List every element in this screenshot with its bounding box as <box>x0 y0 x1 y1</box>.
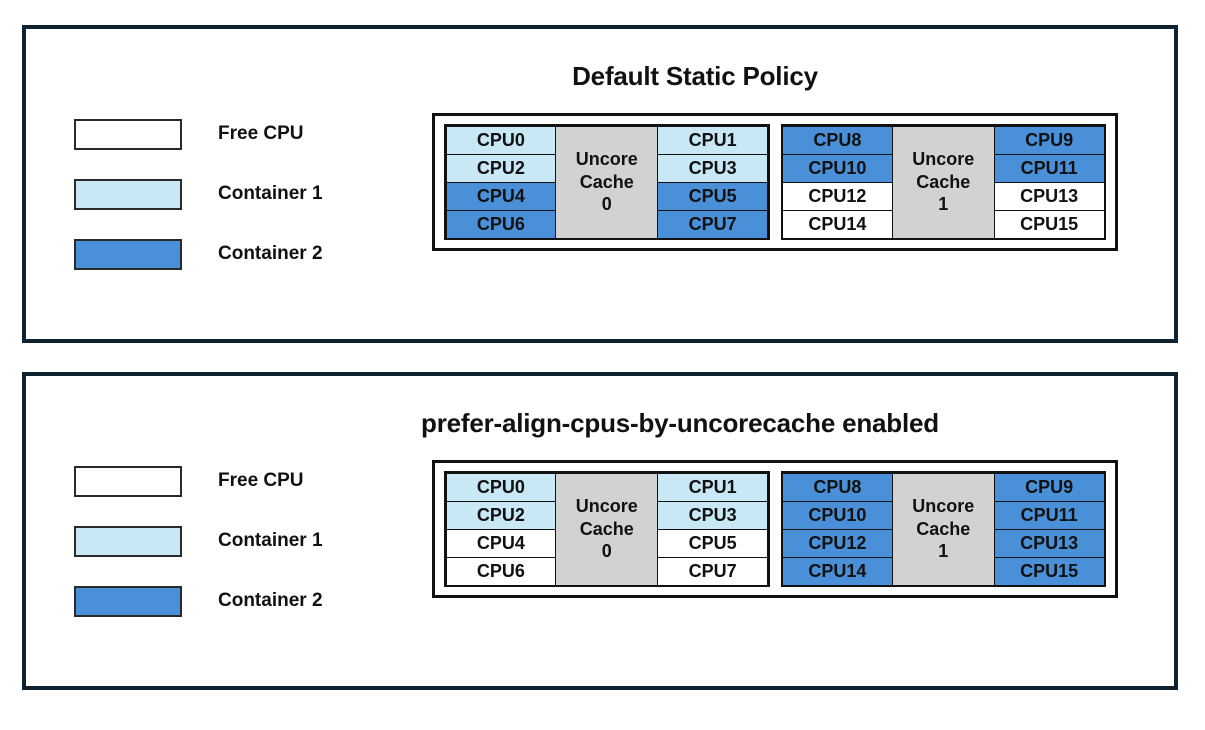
legend-item-container-1: Container 1 <box>74 175 323 213</box>
cpu-cell: CPU5 <box>657 181 768 211</box>
cpu-cell: CPU8 <box>782 125 893 155</box>
cpu-cell: CPU12 <box>782 181 893 211</box>
cpu-cell: CPU2 <box>445 500 557 530</box>
page-title: prefer-align-cpus-by-uncorecache enabled <box>421 408 939 438</box>
legend-item-container-1: Container 1 <box>74 522 323 560</box>
legend-swatch-container-2 <box>74 238 182 270</box>
cpu-cell: CPU11 <box>993 500 1105 530</box>
cpu-cell: CPU4 <box>445 528 557 558</box>
cpu-cell: CPU11 <box>993 153 1105 183</box>
cpu-cell: CPU2 <box>445 153 557 183</box>
cpu-cell: CPU3 <box>657 153 768 183</box>
cpu-cell: CPU14 <box>782 209 893 239</box>
cpu-cell: CPU10 <box>782 153 893 183</box>
cpu-cell: CPU12 <box>782 528 893 558</box>
cpu-cell: CPU0 <box>445 125 557 155</box>
cpu-cell: CPU1 <box>657 125 768 155</box>
panel-default-static-policy: Default Static Policy Free CPU Container… <box>22 25 1178 343</box>
cpu-cell: CPU7 <box>657 556 768 586</box>
cpu-cell: CPU10 <box>782 500 893 530</box>
legend-swatch-container-1 <box>74 525 182 557</box>
cpu-cell: CPU5 <box>657 528 768 558</box>
cpu-cell: CPU13 <box>993 528 1105 558</box>
cpu-cell: CPU4 <box>445 181 557 211</box>
cpu-cell: CPU14 <box>782 556 893 586</box>
cpu-cell: CPU13 <box>993 181 1105 211</box>
legend-label-container-2: Container 2 <box>218 243 323 264</box>
cpu-cell: CPU15 <box>993 556 1105 586</box>
legend-label-container-1: Container 1 <box>218 183 323 204</box>
legend-item-free-cpu: Free CPU <box>74 115 323 153</box>
uncore-cache-label-line: Uncore <box>912 496 975 517</box>
legend-item-container-2: Container 2 <box>74 582 323 620</box>
panel-prefer-align-cpus-by-uncorecache: prefer-align-cpus-by-uncorecache enabled… <box>22 372 1178 690</box>
legend-item-container-2: Container 2 <box>74 235 323 273</box>
uncore-cache-label-line: 0 <box>601 541 612 562</box>
legend-label-free-cpu: Free CPU <box>218 123 304 144</box>
uncore-cache-label-line: 0 <box>601 194 612 215</box>
legend-item-free-cpu: Free CPU <box>74 462 323 500</box>
legend-label-container-1: Container 1 <box>218 530 323 551</box>
cpu-cell: CPU6 <box>445 556 557 586</box>
uncore-cache-label-line: 1 <box>938 541 949 562</box>
legend-label-container-2: Container 2 <box>218 590 323 611</box>
uncore-cache-label-line: Cache <box>916 518 971 539</box>
cpu-cell: CPU9 <box>993 125 1105 155</box>
cpu-cell: CPU6 <box>445 209 557 239</box>
uncore-cache-label-line: Cache <box>579 171 634 192</box>
legend-swatch-free-cpu <box>74 118 182 150</box>
legend: Free CPU Container 1 Container 2 <box>74 115 323 295</box>
legend: Free CPU Container 1 Container 2 <box>74 462 323 642</box>
legend-label-free-cpu: Free CPU <box>218 470 304 491</box>
uncore-cache-label-line: Uncore <box>912 149 975 170</box>
legend-swatch-container-1 <box>74 178 182 210</box>
legend-swatch-free-cpu <box>74 465 182 497</box>
uncore-cache-label-line: 1 <box>938 194 949 215</box>
cpu-cell: CPU8 <box>782 472 893 502</box>
cpu-cell: CPU15 <box>993 209 1105 239</box>
uncore-cache-label-line: Cache <box>579 518 634 539</box>
cpu-cell: CPU1 <box>657 472 768 502</box>
uncore-cache-label-line: Uncore <box>575 149 638 170</box>
cpu-cell: CPU9 <box>993 472 1105 502</box>
uncore-cache-label-line: Cache <box>916 171 971 192</box>
cpu-cell: CPU0 <box>445 472 557 502</box>
cpu-cell: CPU7 <box>657 209 768 239</box>
legend-swatch-container-2 <box>74 585 182 617</box>
page-title: Default Static Policy <box>572 61 818 91</box>
uncore-cache-label-line: Uncore <box>575 496 638 517</box>
cpu-cell: CPU3 <box>657 500 768 530</box>
